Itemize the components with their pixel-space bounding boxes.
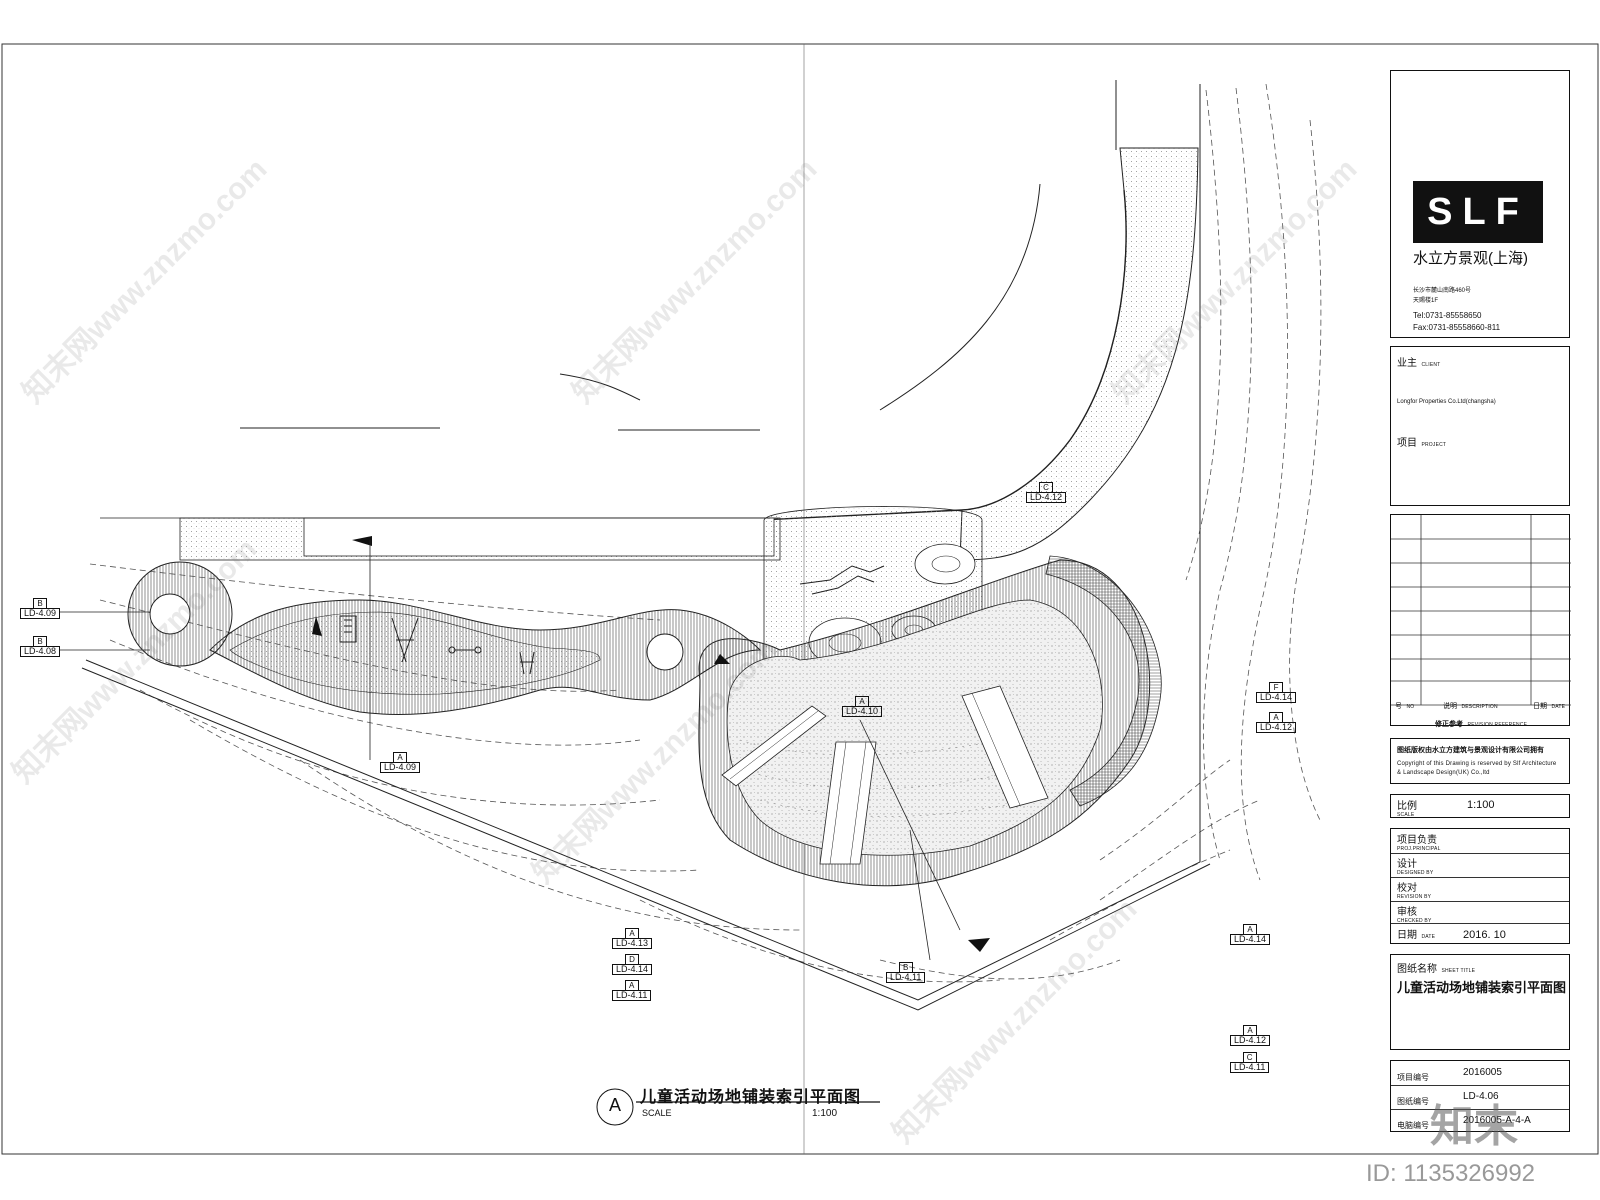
section-lines — [60, 540, 961, 961]
promenade-inner-edge — [759, 189, 1127, 521]
cad-file-value: 2016005-A-4-A — [1463, 1115, 1531, 1126]
title-block-logo-panel: SLF 水立方景观(上海) 长沙市麓山南路460号 天赐楼1F Tel:0731… — [1390, 70, 1570, 338]
sheet-no-label: 图纸编号 — [1397, 1097, 1429, 1106]
sheet-title-panel: 图纸名称 SHEET TITLE 儿童活动场地铺装索引平面图 — [1390, 954, 1570, 1050]
drawing-title-letter: A — [608, 1095, 621, 1115]
scale-label-en: SCALE — [1397, 812, 1415, 818]
round-pod-left-center — [149, 593, 191, 635]
stair-arc — [1045, 555, 1162, 807]
building-outline — [240, 80, 1117, 431]
play-equipment — [339, 615, 535, 675]
revision-table: 号 NO 说明 DESCRIPTION 日期 DATE 修正参考 REVISIO… — [1390, 514, 1571, 728]
date-value: 2016. 10 — [1463, 929, 1506, 941]
stepping-stone — [931, 555, 961, 573]
stepping-stone — [914, 543, 976, 585]
checked-label-en: CHECKED BY — [1397, 918, 1432, 924]
rev-no-label-en: NO — [1406, 704, 1415, 710]
designed-label: 设计 — [1397, 859, 1417, 870]
drawing-title: 儿童活动场地铺装索引平面图 — [640, 1089, 862, 1106]
sheet-title-label: 图纸名称 — [1397, 964, 1437, 975]
date-label: 日期 — [1397, 930, 1417, 941]
plank-lines — [729, 692, 1021, 865]
rev-date-label: 日期 — [1533, 703, 1547, 710]
scale-value: 1:100 — [1467, 799, 1495, 811]
client-label: 业主 — [1397, 358, 1417, 369]
sheet-title-label-en: SHEET TITLE — [1441, 968, 1476, 974]
scale-label: 比例 — [1397, 801, 1417, 812]
drawing-title-badge — [596, 1088, 634, 1126]
section-markers — [312, 536, 990, 952]
site-boundary — [81, 84, 1211, 1011]
sheet-title-value: 儿童活动场地铺装索引平面图 — [1397, 980, 1567, 995]
slide-equipment — [799, 565, 885, 595]
brand-logo: SLF — [1413, 181, 1543, 243]
rev-desc-label-en: DESCRIPTION — [1461, 704, 1498, 710]
rev-no-label: 号 — [1395, 703, 1402, 710]
sheet-border — [1, 43, 1599, 1155]
rev-ref-label-en: REVISION REFERENCE — [1467, 722, 1528, 728]
checked-label: 审核 — [1397, 907, 1417, 918]
revision-label: 校对 — [1397, 883, 1417, 894]
scale-panel: 比例 SCALE 1:100 — [1390, 794, 1570, 818]
project-label-en: PROJECT — [1421, 442, 1447, 448]
fax: Fax:0731-85558660-811 — [1413, 323, 1501, 332]
brand-name: 水立方景观(上海) — [1413, 250, 1528, 267]
rev-date-label-en: DATE — [1551, 704, 1566, 710]
project-no-value: 2016005 — [1463, 1067, 1502, 1078]
round-pod-right — [646, 633, 684, 671]
drawing-scale-label: SCALE — [642, 1108, 672, 1118]
drawing-scale-value: 1:100 — [812, 1108, 838, 1119]
client-label-en: CLIENT — [1421, 362, 1441, 368]
address-line-1: 长沙市麓山南路460号 — [1413, 288, 1472, 294]
cad-file-label: 电脑编号 — [1397, 1121, 1429, 1130]
copyright-cn: 图纸版权由水立方建筑与景观设计有限公司拥有 — [1397, 747, 1544, 754]
sheet-no-value: LD-4.06 — [1463, 1091, 1499, 1102]
principal-label: 项目负责 — [1397, 835, 1437, 846]
copyright-en-1: Copyright of this Drawing is reserved by… — [1397, 761, 1557, 767]
watermark-brand: 知末 — [1430, 1102, 1518, 1151]
client-value: Longfor Properties Co.Ltd(changsha) — [1397, 399, 1496, 405]
revision-label-en: REVISION BY — [1397, 894, 1432, 900]
copyright-panel: 图纸版权由水立方建筑与景观设计有限公司拥有 Copyright of this … — [1390, 738, 1570, 784]
project-no-label: 项目编号 — [1397, 1073, 1429, 1082]
copyright-en-2: & Landscape Design(UK) Co.,ltd — [1397, 770, 1490, 776]
rev-ref-label: 修正参考 — [1435, 721, 1463, 728]
revision-table-grid — [1391, 515, 1571, 706]
wave-inner-plaza — [229, 611, 601, 695]
numbers-panel: 项目编号 2016005 图纸编号 LD-4.06 电脑编号 2016005-A… — [1390, 1060, 1570, 1132]
designed-label-en: DESIGNED BY — [1397, 870, 1434, 876]
walkway-inner — [303, 517, 775, 557]
project-label: 项目 — [1397, 438, 1417, 449]
amphitheater-steps — [739, 739, 1031, 817]
telephone: Tel:0731-85558650 — [1413, 311, 1482, 320]
principal-label-en: PROJ.PRINCIPAL — [1397, 846, 1441, 852]
title-block-client-panel: 业主 CLIENT Longfor Properties Co.Ltd(chan… — [1390, 346, 1570, 506]
rev-desc-label: 说明 — [1443, 703, 1457, 710]
watermark-id: ID: 1135326992 — [1366, 1160, 1536, 1187]
personnel-panel: 项目负责 PROJ.PRINCIPAL 设计 DESIGNED BY 校对 RE… — [1390, 828, 1570, 944]
date-label-en: DATE — [1421, 934, 1436, 940]
address-line-2: 天赐楼1F — [1413, 298, 1439, 304]
